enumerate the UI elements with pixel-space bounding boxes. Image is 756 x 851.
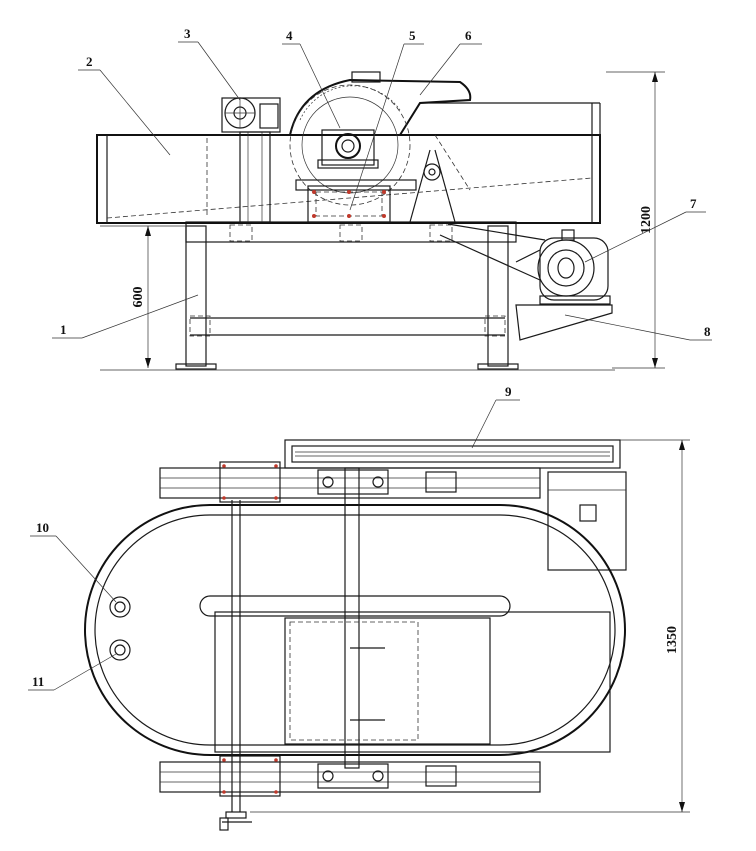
drum-cover xyxy=(289,71,472,206)
oval-vessel xyxy=(84,504,626,756)
callout-2: 2 xyxy=(86,54,93,69)
dimension-1350: 1350 xyxy=(665,626,680,654)
main-housing xyxy=(96,102,601,224)
handwheel-gearbox xyxy=(221,97,281,133)
top-view: 1350 xyxy=(84,439,690,831)
mounting-plate xyxy=(307,185,391,223)
callout-6: 6 xyxy=(465,28,472,43)
bearing-block xyxy=(317,129,379,169)
front-view: 1200 600 xyxy=(96,71,665,371)
motor xyxy=(537,229,611,305)
port-10 xyxy=(109,596,131,618)
top-dimensions xyxy=(250,439,690,813)
inner-tank xyxy=(214,611,611,753)
belt-guard-top xyxy=(284,439,621,469)
motor-base xyxy=(515,304,613,341)
callouts: 1 2 3 4 5 6 7 8 9 10 xyxy=(28,26,712,691)
callout-7: 7 xyxy=(690,196,697,211)
callout-8: 8 xyxy=(704,324,711,339)
frame-legs xyxy=(175,225,519,370)
callout-1: 1 xyxy=(60,322,67,337)
callout-3: 3 xyxy=(184,26,191,41)
port-11 xyxy=(109,639,131,661)
handwheel-rod xyxy=(219,500,252,831)
callout-4: 4 xyxy=(286,28,293,43)
callout-5: 5 xyxy=(409,28,416,43)
motor-top xyxy=(547,471,627,571)
front-dimensions xyxy=(100,71,665,369)
dimension-600: 600 xyxy=(131,287,146,308)
dimension-1200: 1200 xyxy=(639,206,654,234)
callout-10: 10 xyxy=(36,520,49,535)
rails-lower xyxy=(159,755,541,797)
callout-11: 11 xyxy=(32,674,44,689)
lever-bracket xyxy=(409,134,471,223)
callout-9: 9 xyxy=(505,384,512,399)
